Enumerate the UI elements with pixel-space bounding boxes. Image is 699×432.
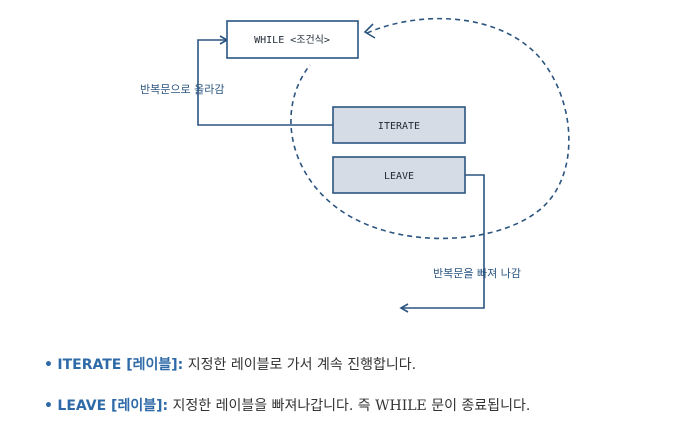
loop-back-arrow [197,35,333,126]
dashed-loop-circle [290,17,570,240]
note-term: LEAVE [레이블]: [57,398,169,414]
note-description: 지정한 레이블로 가서 계속 진행합니다. [187,357,417,373]
exit-label: 반복문을 빠져 나감 [433,267,521,280]
leave-box: LEAVE [332,156,466,194]
iterate-box: ITERATE [332,106,466,144]
leave-box-label: LEAVE [384,171,414,182]
loop-arrowhead [363,23,376,39]
while-box: WHILE <조건식> [226,20,359,59]
note-leave: • LEAVE [레이블]: 지정한 레이블을 빠져나갑니다. 즉 WHILE … [44,396,530,416]
exit-arrow [399,174,485,313]
note-description: 지정한 레이블을 빠져나갑니다. 즉 WHILE 문이 종료됩니다. [172,398,531,414]
note-iterate: • ITERATE [레이블]: 지정한 레이블로 가서 계속 진행합니다. [44,355,416,375]
iterate-box-label: ITERATE [378,121,420,132]
note-term: ITERATE [레이블]: [57,357,184,373]
note-bullet: • [44,398,53,414]
loop-flow-diagram: WHILE <조건식> ITERATE LEAVE 반복문으로 올라감 반복문을… [140,17,570,313]
loop-back-label: 반복문으로 올라감 [140,83,224,96]
while-box-label: WHILE <조건식> [254,34,330,46]
note-bullet: • [44,357,53,373]
